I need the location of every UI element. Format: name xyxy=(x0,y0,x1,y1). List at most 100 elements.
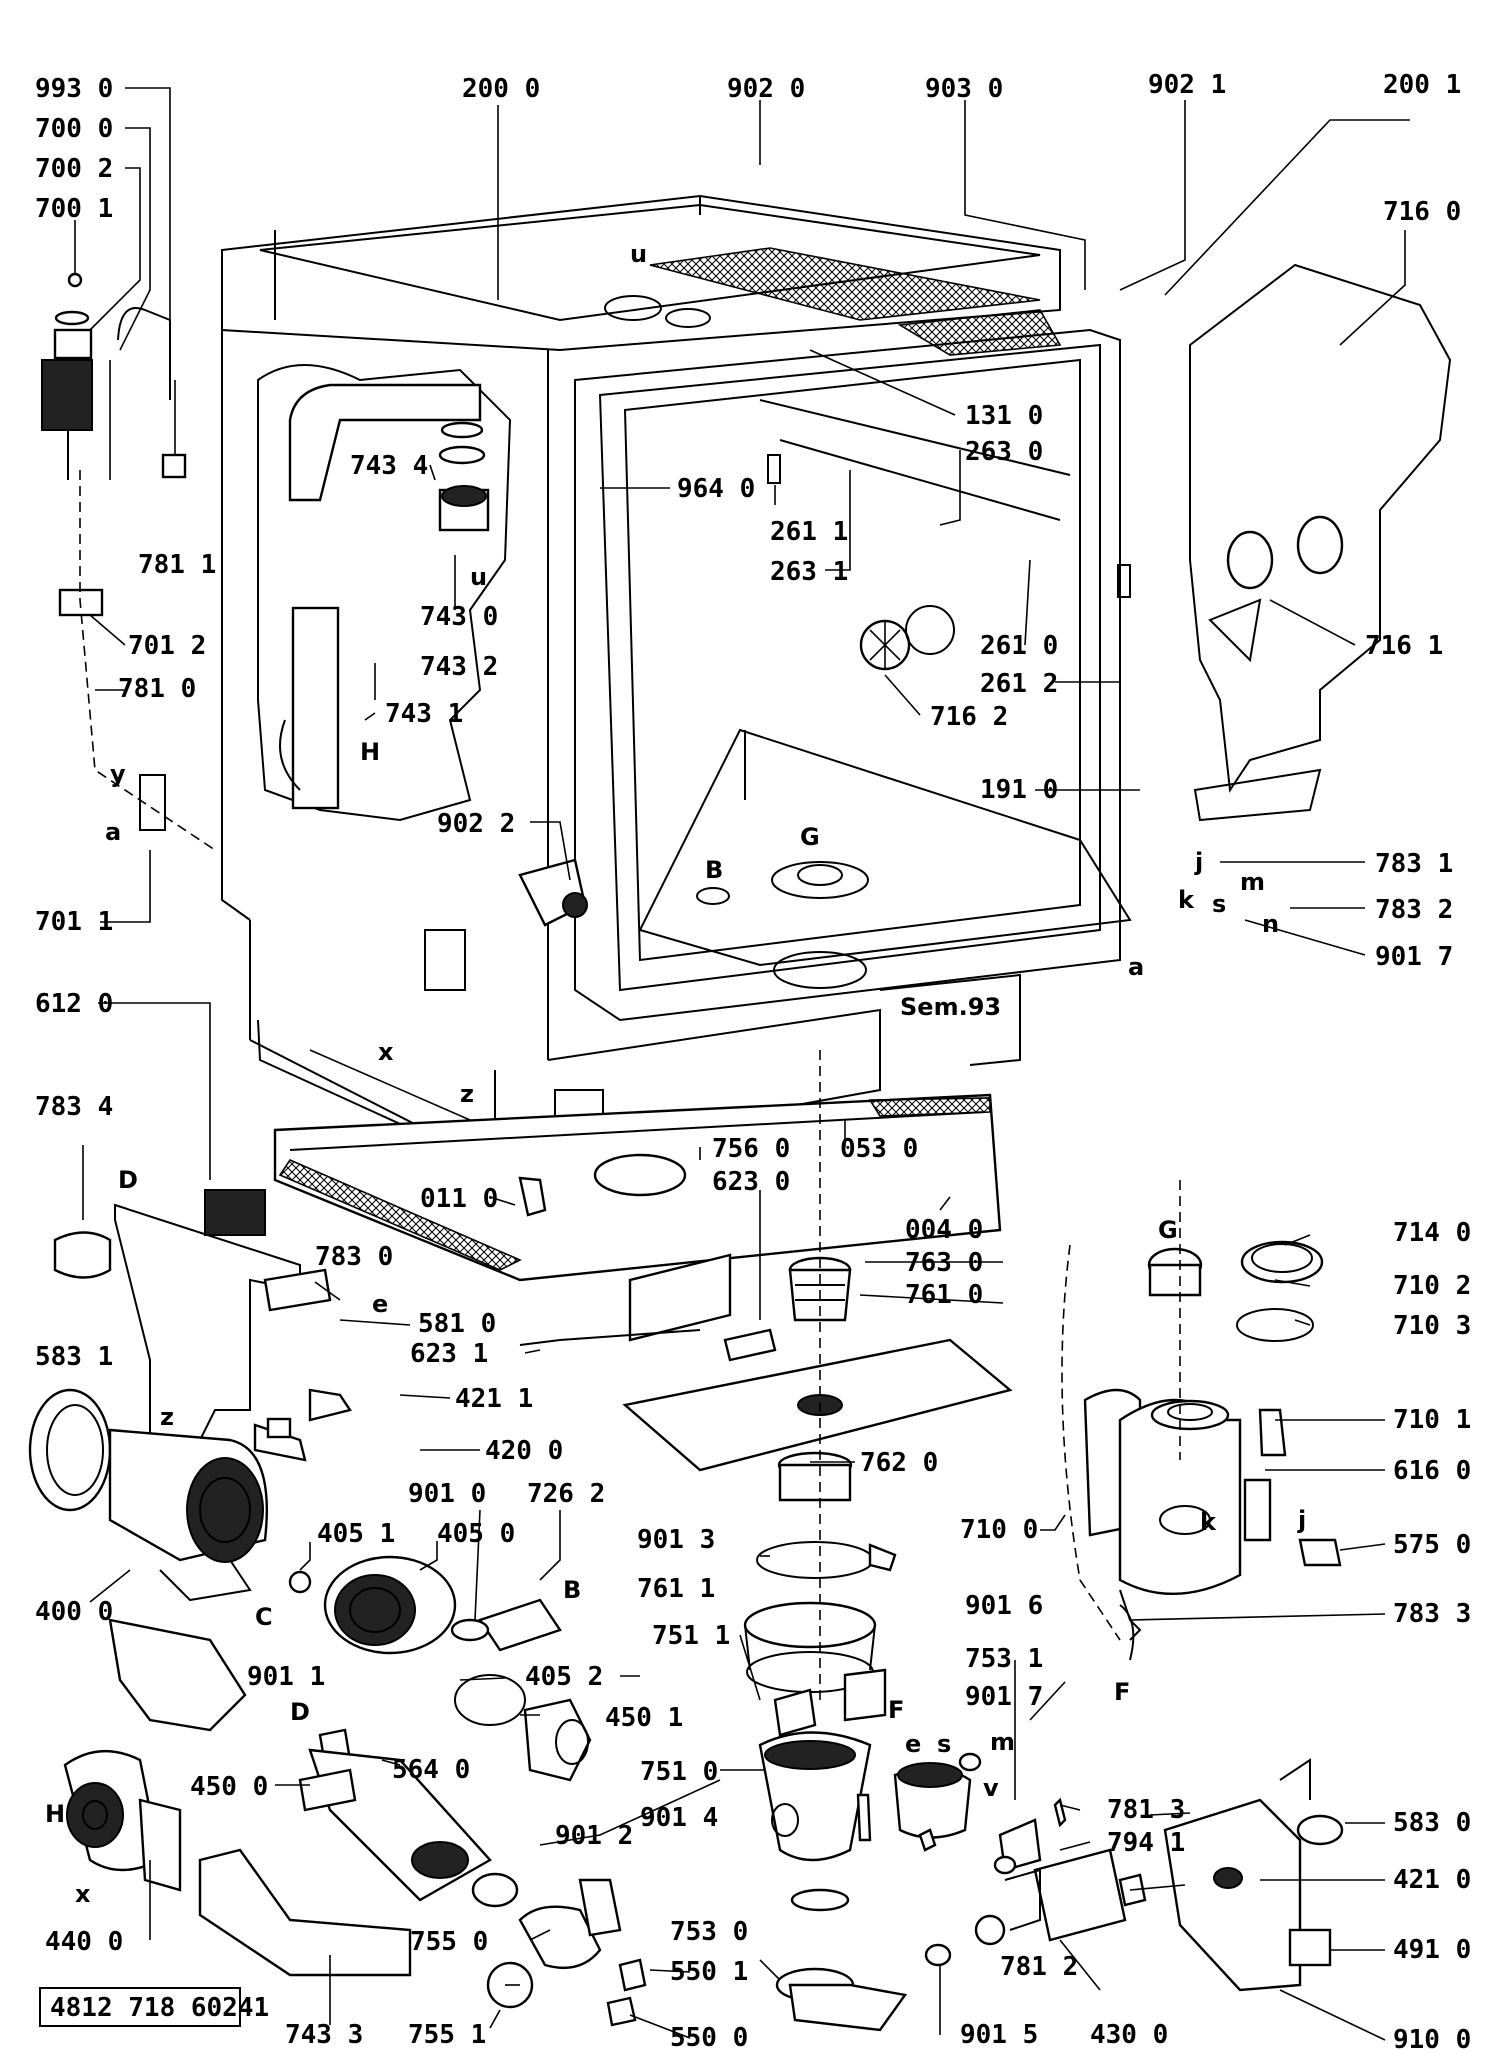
letter-B: B xyxy=(705,856,723,884)
part-label: 783 1 xyxy=(1375,849,1453,879)
part-label: 421 1 xyxy=(455,1384,533,1414)
letter-j: j xyxy=(1194,848,1203,876)
part-label: 902 0 xyxy=(727,74,805,104)
part-label: 901 1 xyxy=(247,1662,325,1692)
part-label: 716 2 xyxy=(930,702,1008,732)
part-label: 700 2 xyxy=(35,154,113,184)
sump-assembly xyxy=(273,1050,1013,2032)
part-label: 550 0 xyxy=(670,2023,748,2053)
part-label: 901 7 xyxy=(1375,942,1453,972)
part-label: 263 0 xyxy=(965,437,1043,467)
part-label: 783 0 xyxy=(315,1242,393,1272)
letter-x-lower: x xyxy=(75,1880,91,1908)
part-label: 004 0 xyxy=(905,1215,983,1245)
part-label: 901 3 xyxy=(637,1525,715,1555)
part-label: 901 4 xyxy=(640,1803,718,1833)
part-label: 700 0 xyxy=(35,114,113,144)
stamp-text: Sem.93 xyxy=(900,993,1001,1021)
letter-e-lower: e xyxy=(905,1730,921,1758)
part-label: 612 0 xyxy=(35,989,113,1019)
letter-e: e xyxy=(372,1290,388,1318)
part-label: 743 2 xyxy=(420,652,498,682)
part-label: 781 0 xyxy=(118,674,196,704)
electric-module xyxy=(53,1189,352,1522)
letter-u: u xyxy=(470,563,487,591)
heater-assembly xyxy=(63,1748,647,2027)
letter-v: v xyxy=(983,1774,999,1802)
letter-B-lower: B xyxy=(563,1576,581,1604)
part-label: 131 0 xyxy=(965,401,1043,431)
letter-H: H xyxy=(360,738,380,766)
part-label: 710 0 xyxy=(960,1515,1038,1545)
part-label: 903 0 xyxy=(925,74,1003,104)
part-label: 762 0 xyxy=(860,1448,938,1478)
side-panel xyxy=(1189,263,1452,822)
part-label: 581 0 xyxy=(418,1309,496,1339)
document-number-box: 4812 718 60241 xyxy=(39,1987,269,2027)
part-labels: 993 0 700 0 700 2 700 1 781 1 701 2 781 … xyxy=(35,70,1471,2053)
letter-D: D xyxy=(118,1166,138,1194)
part-label: 564 0 xyxy=(392,1755,470,1785)
part-label: 550 1 xyxy=(670,1957,748,1987)
part-label: 405 1 xyxy=(317,1519,395,1549)
part-label: 710 3 xyxy=(1393,1311,1471,1341)
part-label: 902 2 xyxy=(437,809,515,839)
letter-G-right: G xyxy=(1158,1216,1178,1244)
part-label: 794 1 xyxy=(1107,1828,1185,1858)
part-label: 781 3 xyxy=(1107,1795,1185,1825)
part-label: 901 6 xyxy=(965,1591,1043,1621)
letter-s: s xyxy=(1212,890,1226,918)
part-label: 200 0 xyxy=(462,74,540,104)
part-label: 575 0 xyxy=(1393,1530,1471,1560)
letter-u-top: u xyxy=(630,240,647,268)
part-label: 400 0 xyxy=(35,1597,113,1627)
part-label: 421 0 xyxy=(1393,1865,1471,1895)
part-label: 450 1 xyxy=(605,1703,683,1733)
part-label: 450 0 xyxy=(190,1772,268,1802)
part-label: 700 1 xyxy=(35,194,113,224)
letter-z: z xyxy=(460,1080,474,1108)
valve-assembly xyxy=(893,1752,1344,1992)
part-label: 902 1 xyxy=(1148,70,1226,100)
letter-k: k xyxy=(1178,886,1195,914)
leader-lines xyxy=(74,87,1410,2041)
top-left-parts xyxy=(41,272,216,851)
part-label: 781 1 xyxy=(138,550,216,580)
letter-m: m xyxy=(1240,868,1265,896)
part-label: 761 1 xyxy=(637,1574,715,1604)
part-label: 053 0 xyxy=(840,1134,918,1164)
part-label: 440 0 xyxy=(45,1927,123,1957)
letter-a-right: a xyxy=(1128,953,1144,981)
letter-H-lower: H xyxy=(45,1800,65,1828)
part-label: 261 1 xyxy=(770,517,848,547)
letter-y: y xyxy=(110,760,126,788)
document-number: 4812 718 60241 xyxy=(50,1993,269,2023)
part-label: 714 0 xyxy=(1393,1218,1471,1248)
part-label: 583 1 xyxy=(35,1342,113,1372)
letter-G: G xyxy=(800,823,820,851)
part-label: 200 1 xyxy=(1383,70,1461,100)
part-label: 405 2 xyxy=(525,1662,603,1692)
letter-F: F xyxy=(888,1696,904,1724)
part-label: 011 0 xyxy=(420,1184,498,1214)
letter-m-lower: m xyxy=(990,1728,1015,1756)
part-label: 755 1 xyxy=(408,2020,486,2050)
part-label: 701 1 xyxy=(35,907,113,937)
part-label: 993 0 xyxy=(35,74,113,104)
part-label: 743 0 xyxy=(420,602,498,632)
part-label: 716 1 xyxy=(1365,631,1443,661)
part-label: 901 0 xyxy=(408,1479,486,1509)
part-label: 901 7 xyxy=(965,1682,1043,1712)
part-label: 701 2 xyxy=(128,631,206,661)
part-label: 910 0 xyxy=(1393,2025,1471,2053)
letter-j-right: j xyxy=(1297,1506,1306,1534)
part-label: 781 2 xyxy=(1000,1952,1078,1982)
part-label: 901 5 xyxy=(960,2020,1038,2050)
part-label: 263 1 xyxy=(770,557,848,587)
letter-x: x xyxy=(378,1038,394,1066)
part-label: 901 2 xyxy=(555,1821,633,1851)
part-label: 261 0 xyxy=(980,631,1058,661)
part-label: 623 0 xyxy=(712,1167,790,1197)
letter-k-right: k xyxy=(1200,1508,1217,1536)
